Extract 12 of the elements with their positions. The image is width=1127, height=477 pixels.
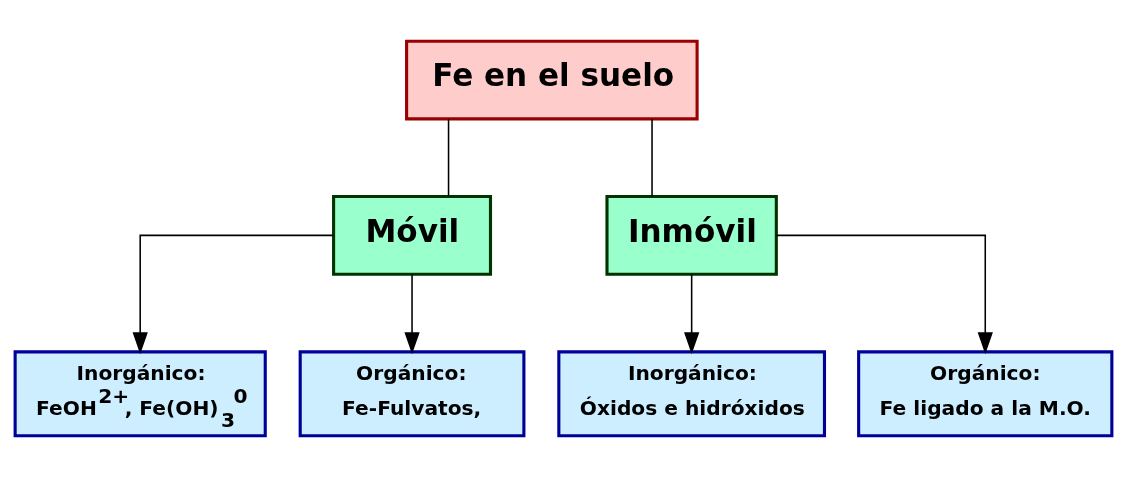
- arrow: [132, 234, 335, 355]
- arrow: [684, 273, 700, 355]
- connector: [447, 118, 450, 197]
- arrow: [775, 234, 993, 355]
- connector: [651, 118, 653, 197]
- node-box: Inorgánico: Óxidos e hidróxidos: [557, 350, 827, 438]
- arrow: [404, 273, 420, 355]
- node-box: Fe en el suelo: [405, 39, 699, 121]
- node-box: Inmóvil: [605, 195, 778, 276]
- node-box: Orgánico: Fe ligado a la M.O.: [857, 350, 1114, 438]
- node-box: Orgánico: Fe-Fulvatos,: [298, 350, 526, 438]
- node-box: Móvil: [332, 195, 493, 276]
